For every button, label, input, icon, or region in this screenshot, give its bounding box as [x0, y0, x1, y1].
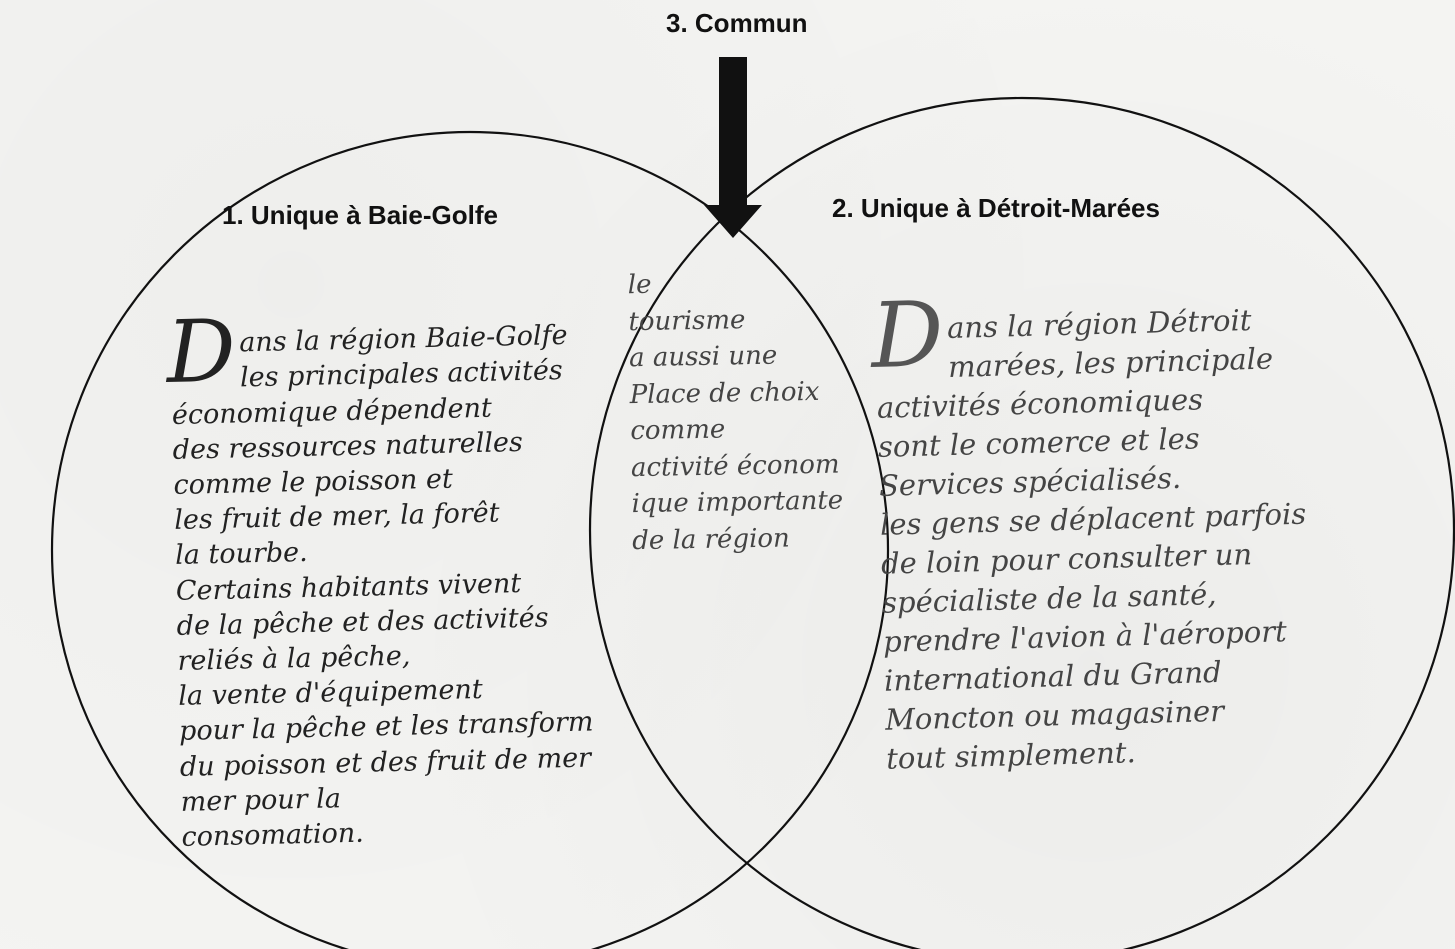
common-handwritten-answer: le tourisme a aussi une Place de choix c… — [627, 269, 844, 556]
left-answer-text: ans la région Baie-Golfe les principales… — [171, 320, 594, 853]
right-circle — [589, 97, 1455, 949]
down-arrow-icon — [704, 57, 762, 238]
left-heading: 1. Unique à Baie-Golfe — [222, 200, 498, 230]
left-dropcap: D — [165, 301, 237, 404]
common-heading: 3. Commun — [666, 8, 808, 38]
left-circle — [51, 131, 889, 949]
right-dropcap: D — [869, 282, 945, 389]
right-heading: 2. Unique à Détroit-Marées — [832, 193, 1160, 223]
